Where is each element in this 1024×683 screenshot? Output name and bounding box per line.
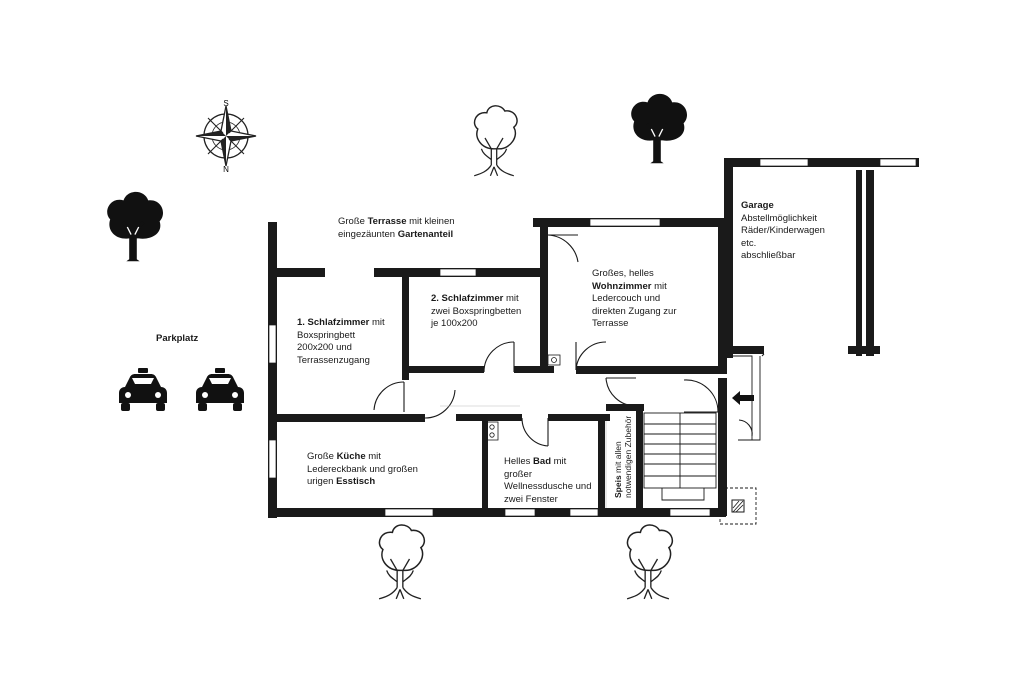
kitchen-label: Große Küche mit Ledereckbank und großen … <box>307 451 418 487</box>
tree-filled-icon <box>106 191 164 262</box>
chimney-box <box>719 487 757 525</box>
entrance-arrow-icon <box>728 355 761 441</box>
pantry-label: Speis mit allen notwendigen Zubehör <box>613 415 633 498</box>
corridor-lines <box>440 405 607 508</box>
windows <box>268 158 917 517</box>
tree-outline-icon <box>378 524 426 600</box>
bedroom1-label: 1. Schlafzimmer mit Boxspringbett 200x20… <box>297 317 385 366</box>
car-icon <box>196 368 244 411</box>
compass-north-label: N <box>223 165 229 174</box>
garage-label: Garage Abstellmöglichkeit Räder/Kinderwa… <box>741 200 825 261</box>
living-room-label: Großes, helles Wohnzimmer mit Ledercouch… <box>592 268 677 329</box>
terrace-label: Große Terrasse mit kleinen eingezäunten … <box>338 216 455 240</box>
tree-outline-icon <box>473 105 518 177</box>
compass-south-label: S <box>223 99 228 108</box>
compass-rose-icon <box>195 105 257 167</box>
bedroom2-label: 2. Schlafzimmer mit zwei Boxspringbetten… <box>431 293 522 329</box>
doors <box>373 234 765 447</box>
staircase <box>643 412 717 501</box>
car-icon <box>119 368 167 411</box>
tree-outline-icon <box>626 524 674 600</box>
sink-fixtures <box>485 354 561 441</box>
bath-label: Helles Bad mit großer Wellnessdusche und… <box>504 456 592 505</box>
tree-filled-icon <box>630 93 688 164</box>
parking-label: Parkplatz <box>156 333 199 344</box>
